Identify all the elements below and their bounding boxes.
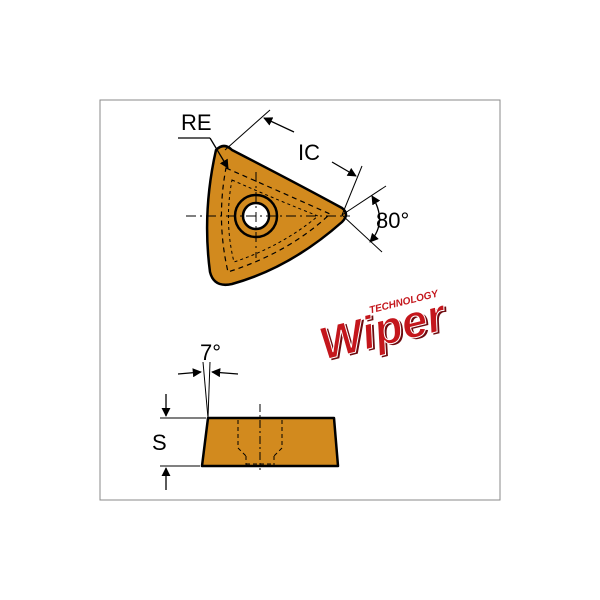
inscribed-circle-label: IC: [298, 140, 320, 165]
diagram-frame: [99, 99, 501, 501]
thickness-dimension: S: [152, 394, 206, 490]
insert-profile: [200, 416, 340, 468]
wiper-technology-logo: Wiper Wiper TECHNOLOGY: [313, 287, 454, 371]
insert-side-view: [200, 404, 340, 470]
land-contour: [227, 179, 319, 263]
inscribed-circle-dimension: IC: [224, 109, 363, 216]
corner-radius-label: RE: [181, 110, 212, 135]
clearance-angle-label: 7°: [200, 340, 221, 365]
corner-radius-dimension: RE: [178, 110, 229, 169]
thickness-label: S: [152, 430, 167, 455]
insert-angle-label: 80°: [376, 208, 409, 233]
insert-angle-dimension: 80°: [341, 185, 409, 253]
chip-breaker-contour: [220, 167, 332, 273]
insert-top-view: [186, 144, 350, 286]
clearance-angle-dimension: 7°: [177, 340, 239, 419]
